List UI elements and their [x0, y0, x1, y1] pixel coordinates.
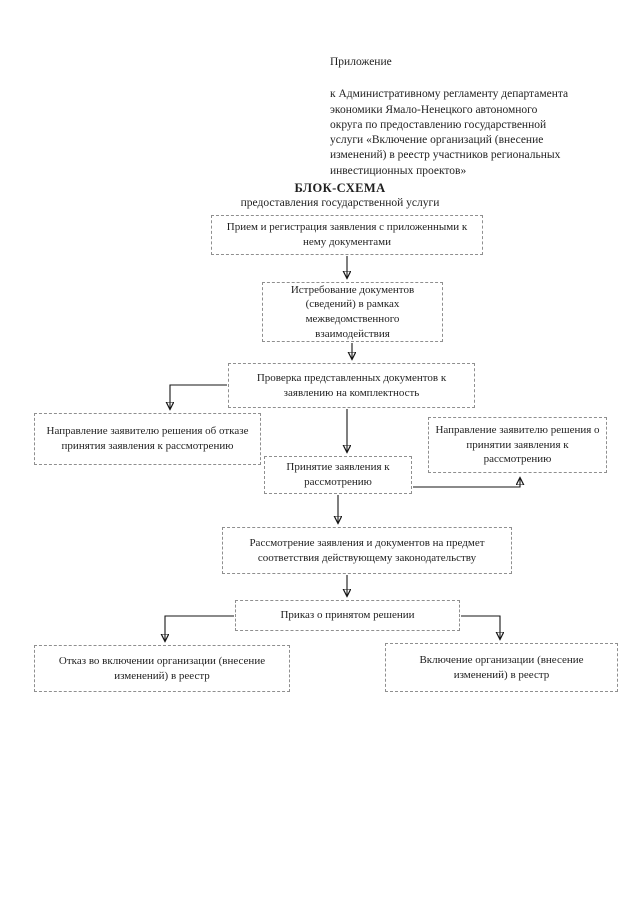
- flow-node-acceptance: Принятие заявления к рассмотрению: [264, 456, 412, 494]
- appendix-label: Приложение: [330, 56, 392, 68]
- edge-acceptance-acceptance-notice: [413, 478, 520, 488]
- title-block: БЛОК-СХЕМА предоставления государственно…: [172, 181, 508, 209]
- flow-node-intake: Прием и регистрация заявления с приложен…: [211, 215, 483, 255]
- appendix-text: к Административному регламенту департаме…: [330, 87, 608, 179]
- flow-node-acceptance-notice: Направление заявителю решения о принятии…: [428, 417, 607, 473]
- appendix-line: инвестиционных проектов»: [330, 164, 467, 177]
- edge-order-inclusion-result: [461, 615, 500, 639]
- appendix-line: к Административному регламенту департаме…: [330, 88, 569, 101]
- page-subtitle: предоставления государственной услуги: [240, 197, 440, 209]
- flow-node-refusal-result: Отказ во включении организации (внесение…: [34, 645, 290, 692]
- edge-check-refusal-notice: [170, 384, 227, 409]
- flow-node-interagency-request: Истребование документов (сведений) в рам…: [262, 282, 443, 342]
- flow-node-review: Рассмотрение заявления и документов на п…: [222, 527, 512, 574]
- flow-node-order: Приказ о принятом решении: [235, 600, 460, 631]
- appendix-line: экономики Ямало-Ненецкого автономного: [330, 103, 538, 116]
- appendix-line: услуги «Включение организаций (внесение: [330, 134, 544, 147]
- edge-order-refusal-result: [165, 615, 234, 641]
- page-title: БЛОК-СХЕМА: [294, 181, 386, 195]
- flow-node-inclusion-result: Включение организации (внесение изменени…: [385, 643, 618, 692]
- appendix-line: округа по предоставлению государственной: [330, 118, 547, 131]
- flow-node-completeness-check: Проверка представленных документов к зая…: [228, 363, 475, 408]
- appendix-block: Приложение к Административному регламент…: [330, 55, 608, 179]
- appendix-line: изменений) в реестр участников региональ…: [330, 149, 561, 162]
- flow-node-refusal-notice: Направление заявителю решения об отказе …: [34, 413, 261, 465]
